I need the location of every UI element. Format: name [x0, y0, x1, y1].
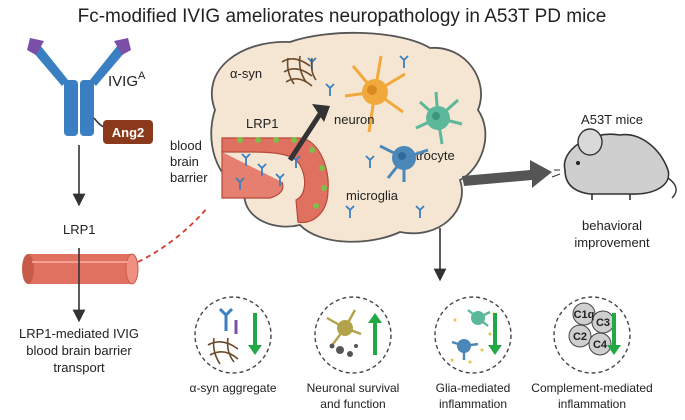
outcome-arrowhead-down-2 [488, 345, 502, 355]
microglia-label: microglia [346, 188, 399, 203]
bbb-label-line2: brain [170, 154, 199, 169]
arrow-brain-to-mouse [462, 160, 552, 188]
bbb-label-line1: blood [170, 138, 202, 153]
outcome-neuronal-survival [314, 296, 392, 374]
ang2-label: Ang2 [112, 125, 145, 140]
outcome-caption-complement-line1: Complement-mediated [531, 381, 652, 395]
outcome-complement-inflammation: C1q C3 C2 C4 [553, 296, 631, 374]
bbb-label-line3: barrier [170, 170, 208, 185]
ivig-label: IVIGA [108, 70, 146, 90]
outcome-glia-inflammation [434, 296, 512, 374]
asyn-fibril-icon [281, 55, 317, 87]
lrp1-left-label: LRP1 [63, 222, 96, 237]
outcome-arrowhead-down-3 [607, 345, 621, 355]
astrocyte-icon [415, 91, 463, 145]
outcome-caption-complement-line2: inflammation [558, 397, 626, 411]
glia-icon [451, 309, 491, 360]
mouse-title: A53T mice [581, 112, 643, 127]
outcome-arrowhead-down-0 [248, 345, 262, 355]
neuron-icon [344, 55, 406, 133]
asyn-label: α-syn [230, 66, 262, 81]
brain-shape [210, 31, 487, 243]
asyn-aggregate-icon [207, 337, 239, 365]
ivig-superscript: A [138, 70, 146, 82]
mouse-improvement-line2: improvement [574, 235, 650, 250]
outcome-caption-asyn: α-syn aggregate [190, 381, 277, 395]
bbb-vessel-lower [221, 152, 284, 199]
lrp1-bbb-label: LRP1 [246, 116, 279, 131]
complement-c2: C2 [573, 331, 587, 343]
transport-label-line1: LRP1-mediated IVIG [19, 326, 139, 341]
microglia-icon [379, 144, 429, 182]
complement-proteins: C1q C3 C2 C4 [568, 302, 615, 356]
mouse-icon [551, 128, 677, 200]
blood-vessel-icon [22, 253, 139, 285]
arrow-bbb-to-neuron-head [312, 104, 330, 122]
complement-c3: C3 [596, 317, 610, 329]
neuron-label: neuron [334, 112, 374, 127]
outcome-caption-neuronal-line1: Neuronal survival [307, 381, 400, 395]
outcome-asyn-aggregate [194, 296, 272, 374]
complement-c4: C4 [593, 339, 608, 351]
figure-title: Fc-modified IVIG ameliorates neuropathol… [78, 6, 607, 27]
complement-c1q: C1q [574, 309, 595, 321]
dashed-link-vessel-to-bbb [137, 206, 209, 263]
ivig-antibody-icon [27, 38, 131, 136]
arrow-bbb-to-neuron [287, 112, 323, 162]
antibody-icon [218, 307, 234, 331]
lrp1-receptor-dots [237, 137, 327, 209]
bbb-vessel-icon [221, 137, 329, 224]
outcome-caption-glia-line2: inflammation [439, 397, 507, 411]
transport-label-line3: transport [53, 360, 105, 375]
outcome-caption-glia-line1: Glia-mediated [436, 381, 511, 395]
outcome-arrowhead-up-1 [368, 313, 382, 323]
debris-icon [329, 343, 358, 357]
mouse-improvement-line1: behavioral [582, 218, 642, 233]
ang2-box [103, 120, 153, 144]
ivig-text: IVIG [108, 73, 138, 90]
outcome-caption-neuronal-line2: and function [320, 397, 385, 411]
transport-label-line2: blood brain barrier [26, 343, 132, 358]
